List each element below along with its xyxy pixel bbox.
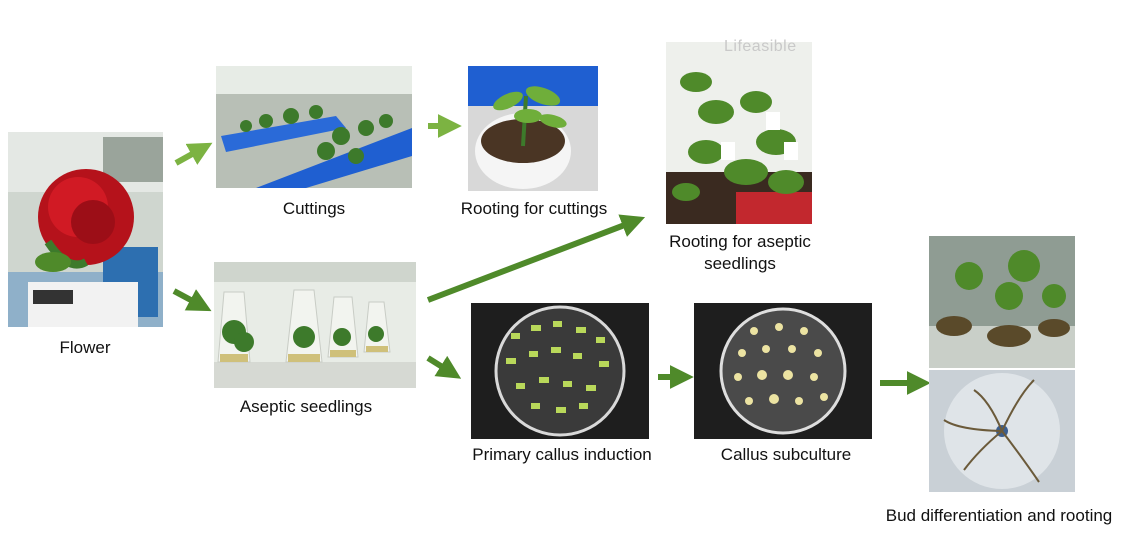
- arrow-aseptic-to-callus: [426, 355, 462, 379]
- bud-differentiation-photo: [929, 236, 1075, 368]
- watermark: Lifeasible: [724, 38, 797, 55]
- rooting-aseptic-label-line1: Rooting for aseptic: [669, 232, 811, 251]
- bud-differentiation-label: Bud differentiation and rooting: [885, 506, 1113, 525]
- callus-subculture-photo: [694, 303, 872, 439]
- primary-callus-label: Primary callus induction: [472, 445, 652, 464]
- arrow-flower-to-cuttings: [174, 142, 213, 166]
- callus-subculture-label: Callus subculture: [720, 445, 852, 464]
- rooting-aseptic-label-line2: seedlings: [704, 254, 776, 273]
- flower-photo: [8, 132, 163, 327]
- arrow-flower-to-aseptic: [172, 288, 212, 312]
- cuttings-label: Cuttings: [282, 199, 346, 218]
- cuttings-photo: [216, 66, 412, 188]
- primary-callus-photo: [471, 303, 649, 439]
- flower-label: Flower: [59, 338, 111, 357]
- aseptic-seedlings-label: Aseptic seedlings: [239, 397, 373, 416]
- rooting-cuttings-label: Rooting for cuttings: [460, 199, 608, 218]
- aseptic-seedlings-photo: [214, 262, 416, 388]
- rooting-cuttings-photo: [468, 66, 598, 191]
- rooting-aseptic-photo: [666, 42, 812, 224]
- arrow-aseptic-to-rooting: [426, 214, 646, 303]
- bud-rooting-photo: [929, 370, 1075, 492]
